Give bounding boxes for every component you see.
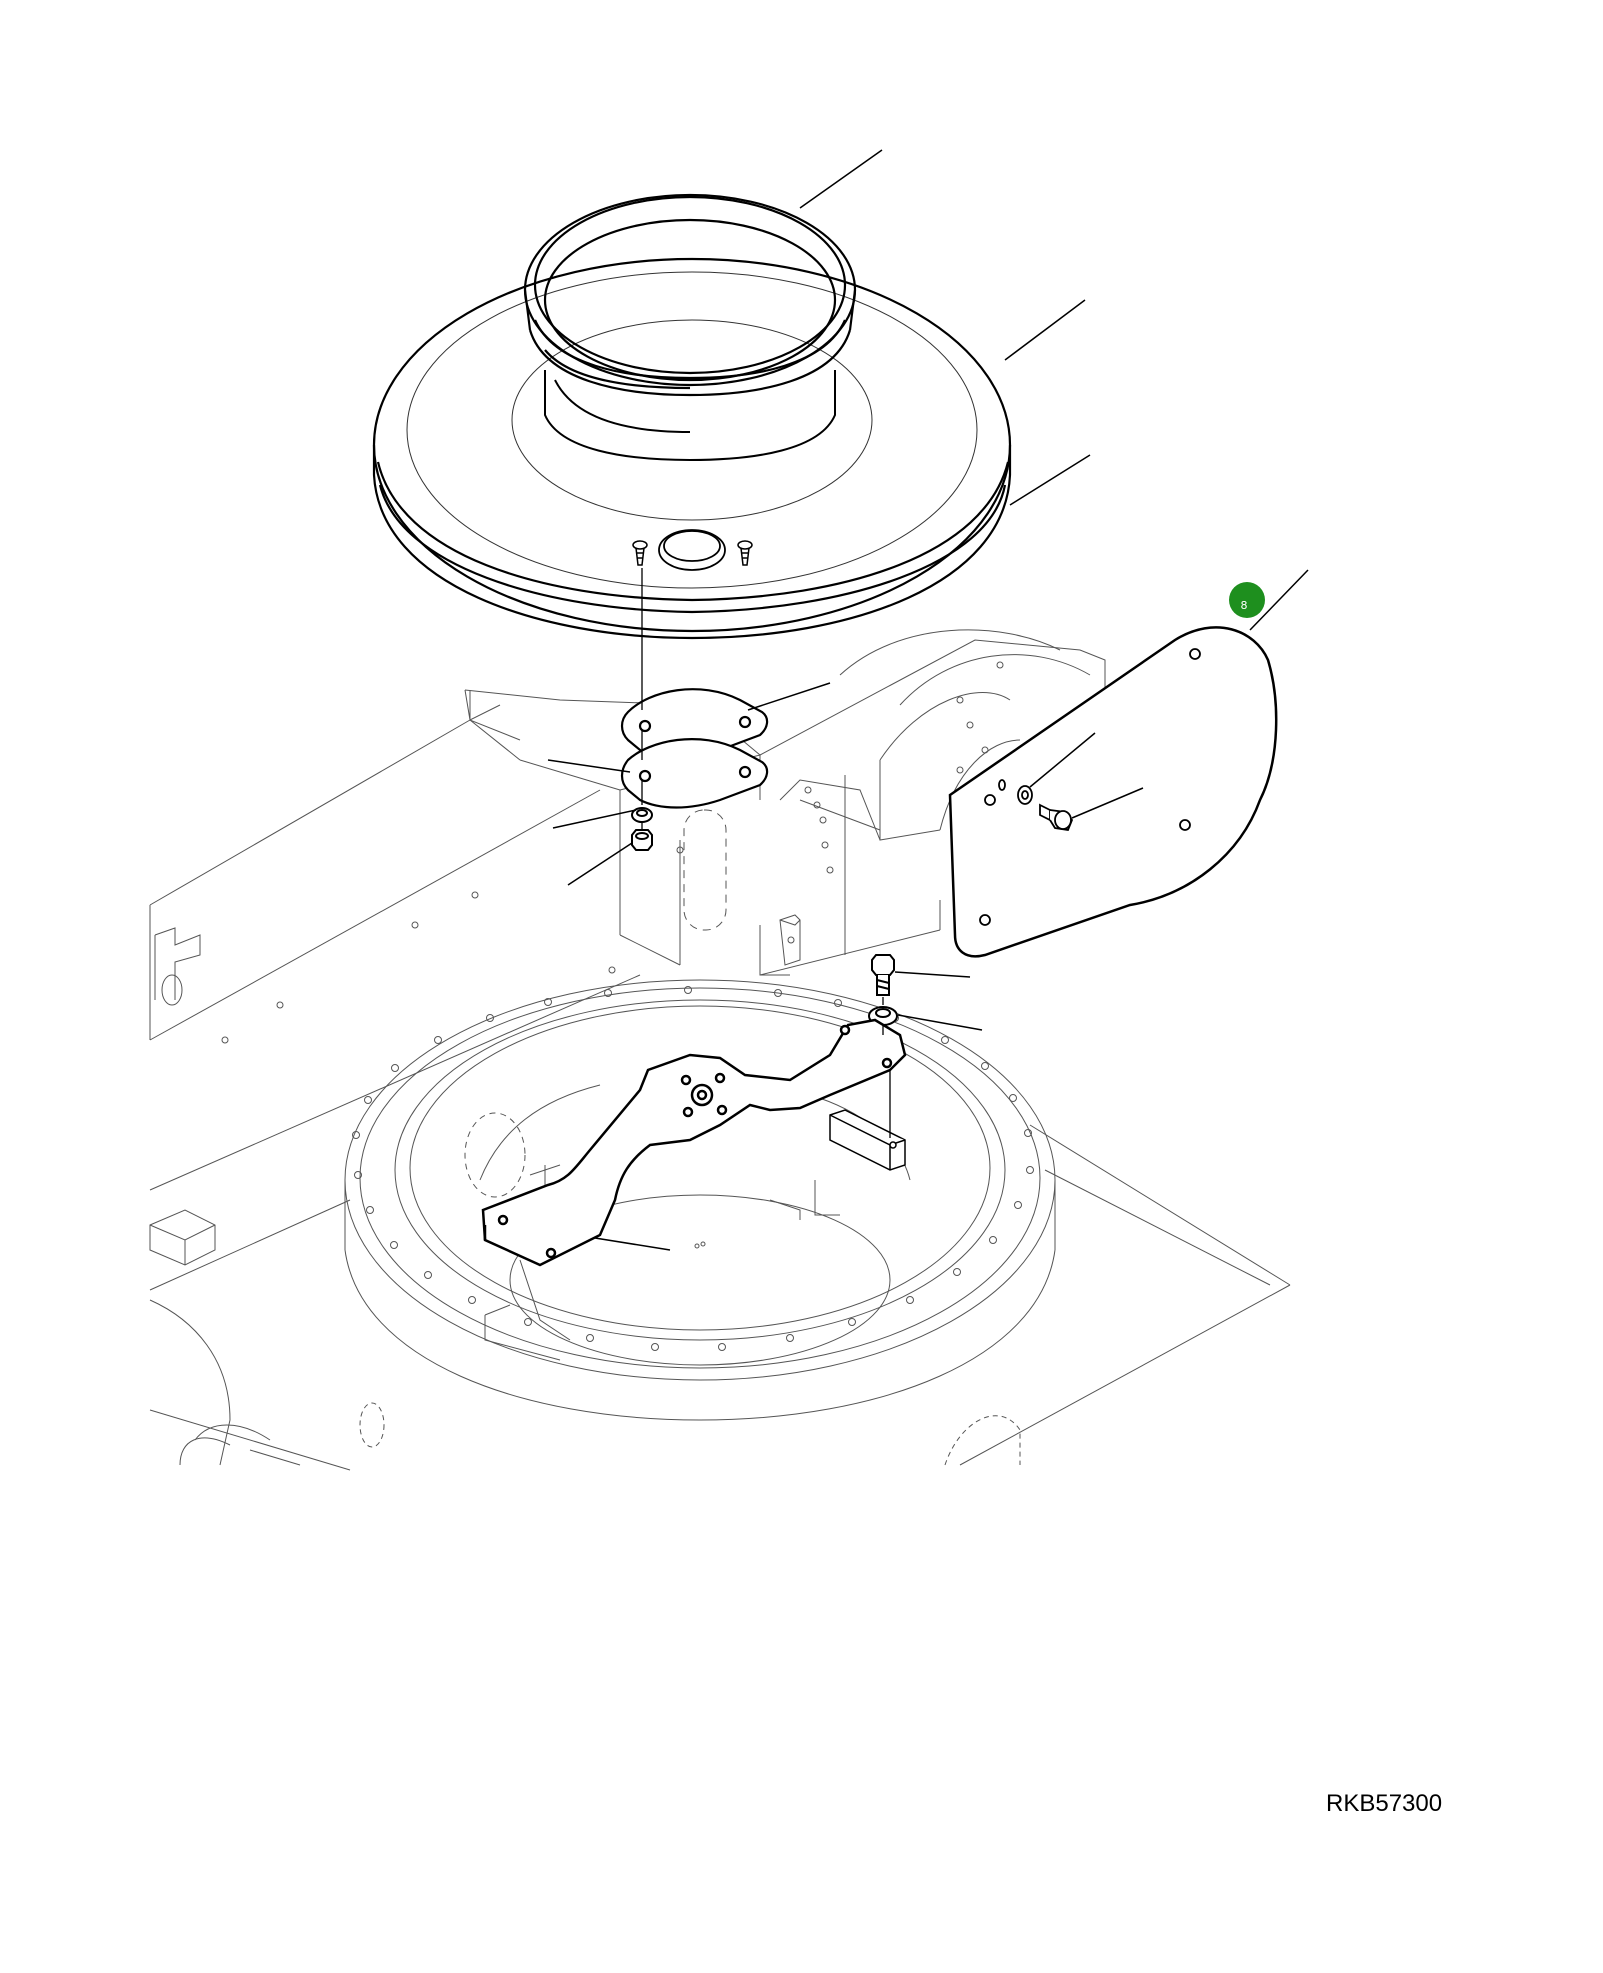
ring-mounting-bolt	[632, 540, 753, 566]
bracket-bolt	[871, 954, 895, 996]
callout-label: 8	[1241, 599, 1248, 612]
swing-bearing-inner-face	[406, 271, 978, 589]
ring-bolt-holes	[352, 986, 1034, 1351]
swing-bearing-outer-race	[372, 257, 1012, 640]
spacer-block	[829, 1109, 906, 1171]
plate-bolt	[998, 779, 1074, 831]
grease-fitting-port	[658, 529, 726, 571]
callout-marker[interactable]: 8	[1229, 582, 1265, 618]
turntable-ring-and-deck	[149, 974, 1291, 1471]
side-cover-plate	[948, 626, 1278, 958]
assembly-guide-lines	[641, 568, 891, 1138]
callout-leader-lines	[547, 149, 1309, 1251]
seal-ring	[523, 193, 857, 397]
cover-plate-lower	[620, 738, 769, 809]
nut	[631, 829, 653, 851]
drawing-reference-code: RKB57300	[1326, 1790, 1443, 1817]
support-bracket	[481, 1018, 907, 1267]
cover-plate-upper	[620, 688, 769, 759]
bearing-center-bore	[544, 370, 836, 462]
